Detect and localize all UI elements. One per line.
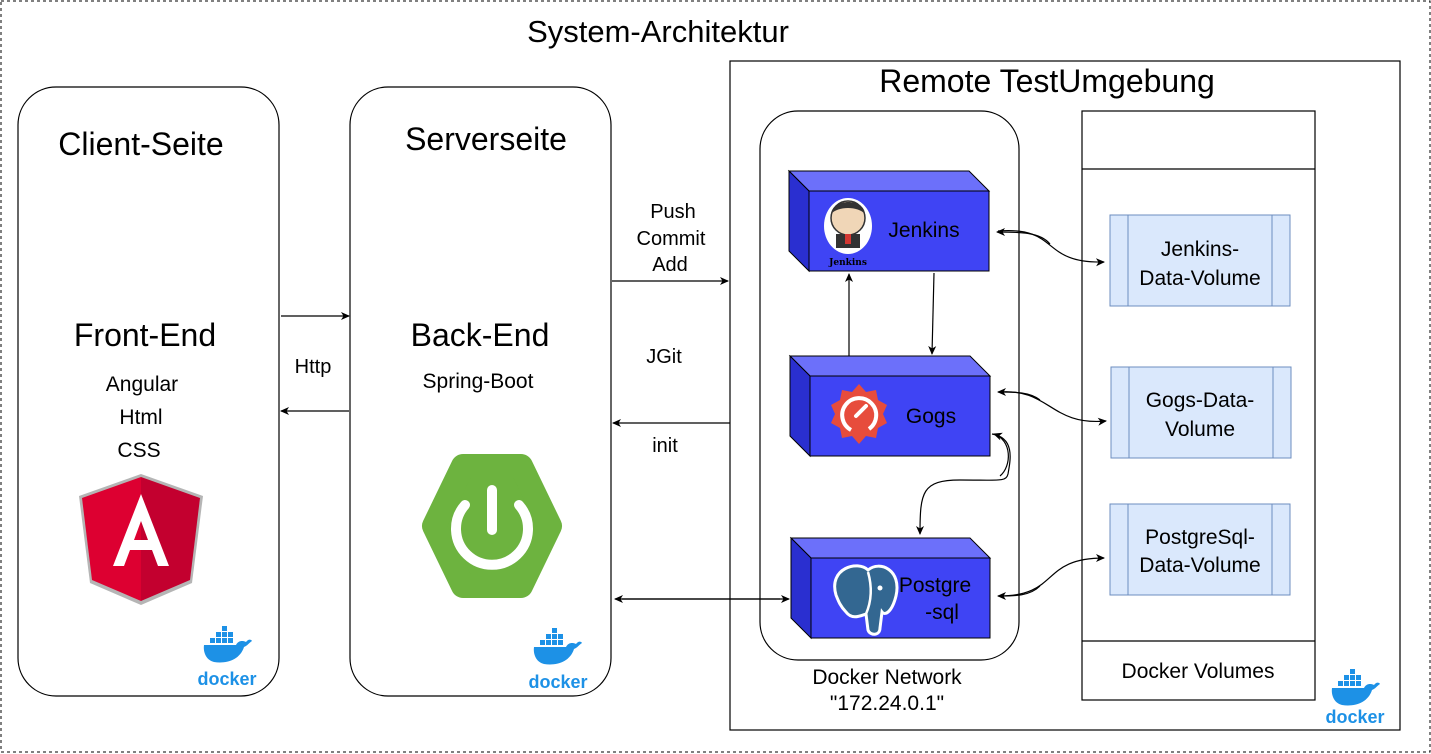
docker-network-label: Docker Network	[812, 666, 962, 689]
http-label: Http	[295, 356, 332, 378]
svg-text:Data-Volume: Data-Volume	[1139, 554, 1260, 577]
client-tech-angular: Angular	[106, 373, 178, 396]
gogs-logo-icon	[831, 384, 887, 444]
postgresql-logo-icon	[833, 564, 899, 636]
svg-text:docker: docker	[528, 672, 587, 692]
docker-network-ip: "172.24.0.1"	[830, 692, 944, 715]
spring-boot-logo-icon	[422, 454, 562, 598]
jenkins-volume-edge	[997, 229, 1105, 267]
gogs-postgres-edge	[916, 433, 1011, 535]
jenkins-logo-icon: Jenkins	[824, 198, 872, 268]
git-push-connection: Push Commit Add	[612, 201, 729, 285]
http-connection: Http	[280, 312, 350, 415]
svg-text:Data-Volume: Data-Volume	[1139, 267, 1260, 290]
postgres-volume-edge	[998, 554, 1105, 597]
angular-logo-icon	[79, 474, 203, 605]
commit-label: Commit	[637, 228, 706, 250]
svg-text:Jenkins-: Jenkins-	[1161, 238, 1239, 261]
postgres-node: Postgre -sql	[789, 536, 992, 640]
client-tech-css: CSS	[117, 439, 160, 462]
init-label: init	[652, 435, 678, 457]
jenkins-label: Jenkins	[888, 219, 959, 242]
client-heading: Client-Seite	[58, 126, 223, 162]
add-label: Add	[652, 254, 688, 276]
client-panel: Client-Seite Front-End Angular Html CSS …	[17, 86, 280, 697]
svg-text:Gogs-Data-: Gogs-Data-	[1146, 389, 1255, 412]
client-tech-html: Html	[119, 406, 162, 429]
init-connection: init	[612, 419, 730, 457]
server-panel: Serverseite Back-End Spring-Boot docker	[349, 86, 612, 697]
svg-text:Volume: Volume	[1165, 418, 1235, 441]
jenkins-node: Jenkins Jenkins	[787, 169, 991, 273]
server-heading: Serverseite	[405, 121, 567, 157]
docker-logo-icon: docker	[528, 628, 588, 692]
svg-text:docker: docker	[197, 669, 256, 689]
gogs-node: Gogs	[788, 354, 992, 458]
push-label: Push	[650, 201, 696, 223]
svg-text:PostgreSql-: PostgreSql-	[1145, 526, 1255, 549]
svg-text:docker: docker	[1325, 707, 1384, 727]
gogs-volume: Gogs-Data- Volume	[1110, 366, 1292, 459]
postgres-volume: PostgreSql- Data-Volume	[1109, 503, 1291, 596]
server-tech-spring: Spring-Boot	[423, 370, 534, 393]
remote-heading: Remote TestUmgebung	[879, 63, 1215, 99]
jenkins-to-gogs-edge	[928, 272, 937, 355]
jenkins-volume: Jenkins- Data-Volume	[1109, 214, 1291, 307]
docker-logo-icon: docker	[197, 626, 257, 689]
postgres-label-line1: Postgre	[899, 574, 971, 597]
svg-text:Jenkins: Jenkins	[828, 258, 867, 268]
docker-logo-icon: docker	[1325, 669, 1385, 727]
docker-volumes-label: Docker Volumes	[1122, 660, 1275, 683]
diagram-title: System-Architektur	[527, 14, 789, 49]
gogs-label: Gogs	[906, 405, 956, 428]
postgres-label-line2: -sql	[925, 601, 959, 624]
frontend-label: Front-End	[74, 317, 216, 353]
jgit-label: JGit	[646, 346, 682, 368]
backend-label: Back-End	[411, 317, 550, 353]
